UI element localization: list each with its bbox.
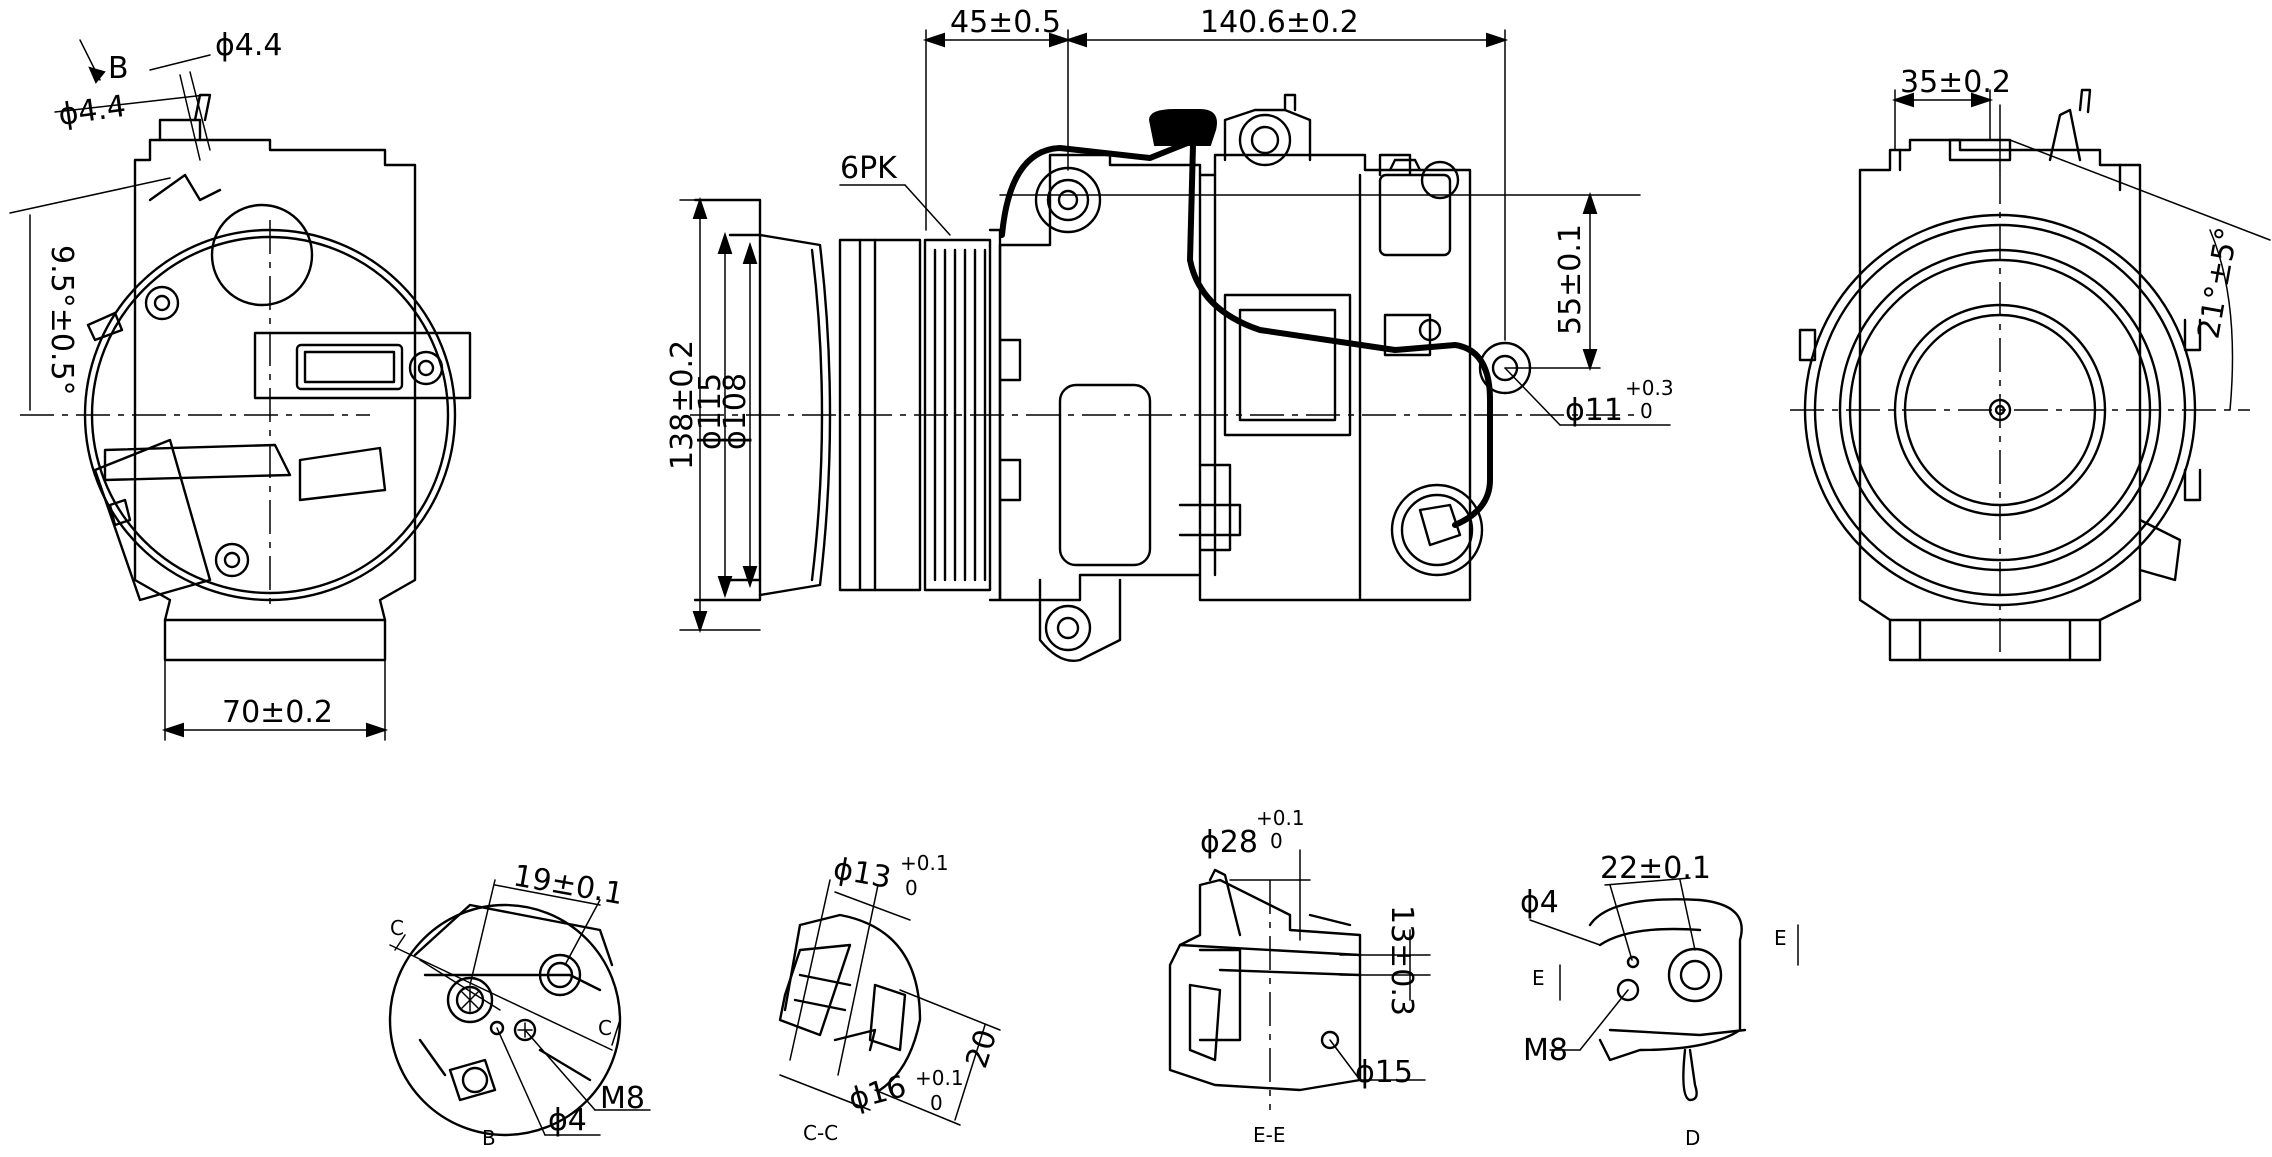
dim-dia-115: ϕ115 <box>693 373 728 450</box>
dim-dia-138: 138±0.2 <box>665 340 700 470</box>
detail-b: 19±0.1 C C M8 ϕ4 B <box>388 858 651 1150</box>
view-b-arrow-label: B <box>108 51 129 86</box>
detail-d-cut-e-left: E <box>1532 966 1545 990</box>
detail-b-d4: ϕ4 <box>548 1103 587 1138</box>
detail-b-dim-19: 19±0.1 <box>511 858 626 912</box>
detail-d-cut-e-right: E <box>1774 926 1787 950</box>
dim-dia-108: ϕ108 <box>718 373 753 450</box>
belt-grooves <box>923 238 992 592</box>
detail-cc-d16-lower: 0 <box>930 1091 943 1115</box>
detail-cc-d13-upper: +0.1 <box>900 851 949 875</box>
detail-d-caption: D <box>1685 1126 1700 1150</box>
detail-ee: ϕ28 +0.1 0 13±0.3 ϕ15 E-E <box>1168 806 1431 1147</box>
detail-b-caption: B <box>482 1126 496 1150</box>
dim-hole-11-lower: 0 <box>1640 399 1653 423</box>
detail-ee-caption: E-E <box>1253 1123 1286 1147</box>
detail-b-cut-c-left: C <box>390 916 404 940</box>
detail-ee-d15: ϕ15 <box>1355 1055 1413 1090</box>
detail-cc: ϕ13 +0.1 0 ϕ16 +0.1 0 20 C-C <box>778 851 1004 1145</box>
right-view: 35±0.2 21°±5° <box>1790 65 2271 662</box>
dim-angle-left: 9.5°±0.5° <box>44 245 79 396</box>
detail-ee-d28-lower: 0 <box>1270 829 1283 853</box>
dim-h-55: 55±0.1 <box>1553 224 1588 335</box>
dim-w-35: 35±0.2 <box>1900 65 2011 100</box>
detail-ee-dim-13: 13±0.3 <box>1384 905 1419 1016</box>
detail-cc-caption: C-C <box>803 1121 838 1145</box>
detail-cc-d13-lower: 0 <box>905 876 918 900</box>
detail-ee-d28: ϕ28 <box>1200 825 1258 860</box>
dim-angle-right: 21°±5° <box>2191 225 2245 342</box>
dim-hole-11: ϕ11 <box>1565 393 1623 428</box>
detail-b-m8: M8 <box>600 1081 645 1116</box>
detail-cc-d16: ϕ16 <box>845 1069 910 1118</box>
detail-cc-dim-20: 20 <box>959 1025 1004 1072</box>
dim-d44-top: ϕ4.4 <box>215 28 283 63</box>
detail-d-m8: M8 <box>1523 1033 1568 1068</box>
dim-belt-6pk: 6PK <box>840 151 898 186</box>
detail-d-d4: ϕ4 <box>1520 885 1559 920</box>
detail-d-dim-22: 22±0.1 <box>1600 851 1711 886</box>
detail-cc-d16-upper: +0.1 <box>915 1066 964 1090</box>
front-view: 45±0.5 140.6±0.2 6PK 138±0.2 ϕ115 ϕ108 5… <box>665 5 1674 662</box>
left-view: B ϕ4.4 ϕ4.4 9.5°±0.5° 70±0.2 <box>9 28 472 741</box>
dim-len-1406: 140.6±0.2 <box>1200 5 1359 40</box>
detail-cc-d13: ϕ13 <box>831 851 894 896</box>
detail-b-cut-c-right: C <box>598 1016 612 1040</box>
dim-hole-11-upper: +0.3 <box>1625 376 1674 400</box>
detail-ee-d28-upper: +0.1 <box>1256 806 1305 830</box>
dim-len-45: 45±0.5 <box>950 5 1061 40</box>
detail-d: 22±0.1 ϕ4 M8 E E D <box>1520 851 1799 1150</box>
dim-width-70: 70±0.2 <box>222 695 333 730</box>
dim-d44-left: ϕ4.4 <box>56 89 128 133</box>
